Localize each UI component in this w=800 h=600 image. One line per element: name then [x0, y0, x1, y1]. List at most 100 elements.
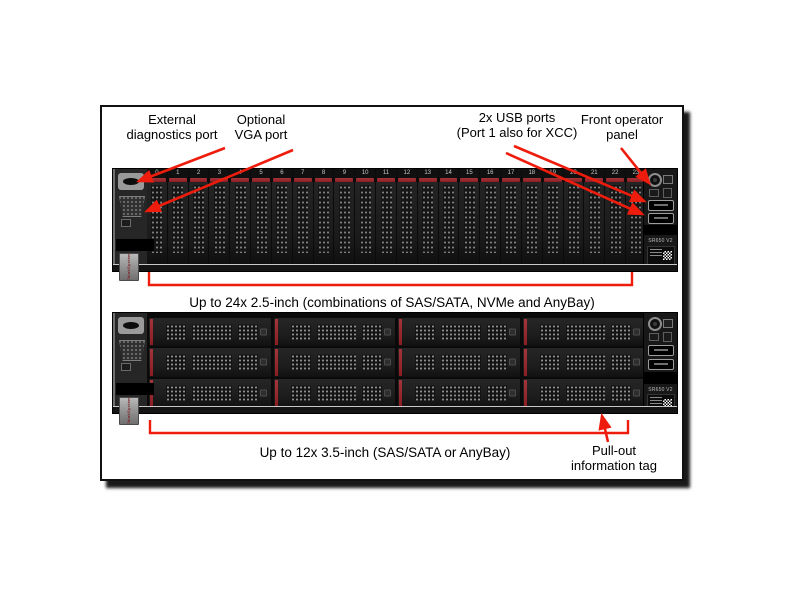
drive-bay-2-5: 9 — [334, 169, 355, 267]
drive-tray-3-5 — [149, 378, 271, 407]
front-operator-panel: SR650 V2 — [643, 313, 677, 413]
server-front-12x-3-5: ThinkSystem SR650 V2 — [112, 312, 678, 425]
drive-latch — [399, 379, 402, 406]
bay-number: 19 — [542, 169, 563, 178]
vent-holes — [290, 354, 382, 370]
tray-release-button — [508, 389, 516, 397]
drive-face — [542, 182, 563, 267]
vent-holes — [166, 354, 258, 370]
drive-bay-2-5: 18 — [521, 169, 542, 267]
vent-holes — [567, 185, 579, 253]
external-diagnostics-port-icon — [118, 317, 144, 334]
drive-face — [313, 182, 334, 267]
tray-release-button — [633, 328, 640, 336]
vent-holes — [415, 385, 507, 401]
drive-bay-2-5: 19 — [542, 169, 563, 267]
bay-number: 17 — [501, 169, 521, 178]
drive-bay-2-5: 2 — [188, 169, 209, 267]
drive-latch — [523, 349, 527, 376]
ear-glyph-icon — [121, 219, 131, 227]
drive-tray-3-5 — [522, 348, 644, 377]
bay-number: 14 — [438, 169, 459, 178]
callout-line: diagnostics port — [126, 127, 218, 142]
tray-release-button — [633, 389, 640, 397]
service-label — [647, 246, 675, 265]
vent-holes — [526, 185, 538, 253]
drive-face — [563, 182, 584, 267]
vent-holes — [276, 185, 288, 253]
drive-bay-2-5: 12 — [396, 169, 417, 267]
callout-line: VGA port — [234, 127, 288, 142]
drive-latch — [460, 178, 479, 182]
vent-holes — [609, 185, 621, 253]
drive-tray-3-5 — [273, 378, 395, 407]
vent-holes — [166, 324, 258, 340]
drive-tray-3-5 — [273, 318, 395, 347]
vent-holes — [505, 185, 517, 253]
drive-bay-2-5: 3 — [209, 169, 230, 267]
drive-face — [167, 182, 188, 267]
vent-holes — [484, 185, 496, 253]
bay-number: 15 — [459, 169, 480, 178]
network-led-icon — [649, 189, 659, 197]
drive-latch — [399, 349, 402, 376]
drive-latch — [523, 319, 527, 346]
bay-number: 21 — [584, 169, 605, 178]
bay-number: 8 — [313, 169, 334, 178]
bay-number: 13 — [417, 169, 438, 178]
vent-holes — [401, 185, 413, 253]
pull-out-information-tag — [644, 372, 677, 384]
tag-slot — [644, 225, 677, 235]
drive-face — [251, 182, 271, 267]
tray-release-button — [508, 328, 516, 336]
drive-face — [271, 182, 292, 267]
brand-label: ThinkSystem — [126, 397, 131, 425]
drive-latch — [356, 178, 375, 182]
error-led-icon — [663, 332, 672, 342]
drive-bay-2-5: 14 — [438, 169, 459, 267]
drive-face — [147, 182, 167, 267]
drive-bay-2-5: 22 — [605, 169, 626, 267]
vent-holes — [588, 185, 600, 253]
callout-external-diagnostics-port: External diagnostics port — [107, 112, 237, 142]
vent-holes — [539, 385, 631, 401]
drive-bay-2-5: 10 — [355, 169, 376, 267]
thinksystem-badge: ThinkSystem — [119, 397, 139, 425]
network-led-icon — [649, 333, 659, 341]
ear-glyph-icon — [121, 363, 131, 371]
drive-bay-2-5: 21 — [584, 169, 605, 267]
vent-holes — [151, 185, 163, 253]
drive-tray-3-5 — [398, 348, 520, 377]
drive-face — [396, 182, 417, 267]
drive-latch — [397, 178, 416, 182]
drive-face — [376, 182, 396, 267]
bay-number: 7 — [292, 169, 313, 178]
drive-tray-3-5 — [522, 378, 644, 407]
usb-port-2 — [648, 359, 674, 370]
model-label: SR650 V2 — [648, 387, 673, 393]
drive-latch — [523, 379, 527, 406]
drive-latch — [439, 178, 458, 182]
vent-holes — [290, 385, 382, 401]
bay-number: 3 — [209, 169, 230, 178]
vent-holes — [415, 324, 507, 340]
bay-number: 6 — [271, 169, 292, 178]
bay-number: 16 — [480, 169, 501, 178]
drive-face — [230, 182, 251, 267]
tray-release-button — [384, 328, 391, 336]
drive-tray-3-5 — [522, 318, 644, 347]
caption-bottom-server: Up to 12x 3.5-inch (SAS/SATA or AnyBay) — [259, 445, 511, 460]
drive-bay-2-5: 0 — [147, 169, 167, 267]
drive-bay-2-5: 6 — [271, 169, 292, 267]
vga-port-icon — [119, 196, 145, 217]
drive-latch — [150, 349, 153, 376]
bay-number: 11 — [376, 169, 396, 178]
drive-latch — [481, 178, 500, 182]
bottom-rail — [113, 264, 677, 271]
callout-line: Optional — [236, 112, 286, 127]
callout-line: panel — [606, 127, 638, 142]
drive-tray-3-5 — [398, 318, 520, 347]
usb-port-1 — [648, 200, 674, 211]
callout-line: information tag — [571, 458, 657, 473]
